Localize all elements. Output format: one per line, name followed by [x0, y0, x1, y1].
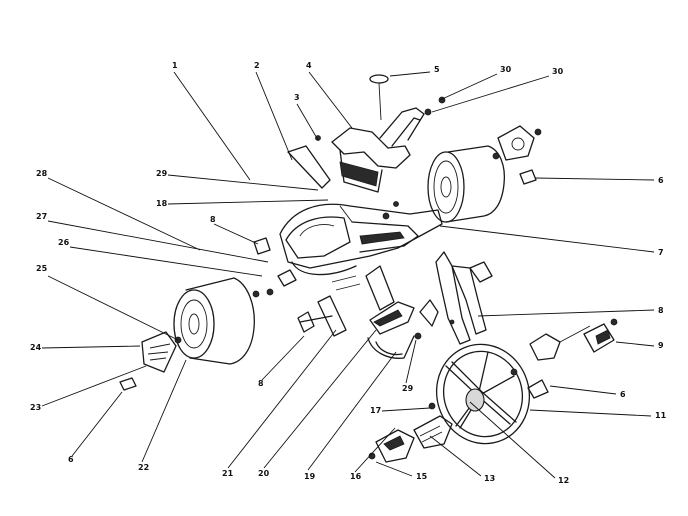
- callout-c8c: 8: [258, 379, 264, 388]
- leader-line-c18: [167, 199, 329, 205]
- leader-line-c26: [69, 246, 263, 277]
- callout-c8b: 8: [210, 215, 216, 224]
- leader-line-c7: [439, 225, 655, 253]
- callout-c30b: 30: [552, 67, 564, 76]
- callout-c9: 9: [658, 341, 664, 350]
- leader-lines: [41, 71, 655, 479]
- callout-c2: 2: [254, 61, 260, 70]
- leader-line-c4: [308, 71, 353, 129]
- leader-line-c25: [47, 275, 179, 341]
- leader-line-c6c: [71, 391, 123, 457]
- callout-c24: 24: [30, 343, 42, 352]
- callout-c23: 23: [30, 403, 41, 412]
- callout-c11: 11: [655, 411, 667, 420]
- leader-line-c29b: [405, 339, 417, 384]
- callout-c5: 5: [434, 65, 440, 74]
- callout-c6b: 6: [620, 390, 626, 399]
- leader-line-c11: [529, 409, 652, 417]
- leader-line-c8b: [213, 223, 259, 245]
- leader-line-c2: [255, 71, 293, 161]
- front-axle-right: [527, 318, 618, 399]
- leader-line-c6b: [549, 385, 617, 395]
- callout-c8a: 8: [658, 306, 664, 315]
- callout-c30a: 30: [500, 65, 512, 74]
- callout-c6c: 6: [68, 455, 74, 464]
- callout-c7: 7: [658, 248, 664, 257]
- callout-c22: 22: [138, 463, 149, 472]
- callout-c12: 12: [558, 476, 569, 485]
- leader-line-c27: [47, 220, 269, 263]
- handlebar-bracket: [287, 74, 446, 193]
- leader-line-c16: [354, 427, 396, 473]
- callout-c20: 20: [258, 469, 270, 478]
- callout-c17: 17: [370, 406, 381, 415]
- callout-c27: 27: [36, 212, 47, 221]
- leader-line-c22: [141, 359, 187, 463]
- callout-c4: 4: [306, 61, 312, 70]
- callout-c3: 3: [294, 93, 300, 102]
- leader-line-c3: [296, 103, 319, 141]
- leader-line-c13: [429, 435, 482, 477]
- leader-line-c5: [389, 71, 431, 77]
- leader-line-c28: [47, 177, 201, 251]
- callout-c29a: 29: [156, 169, 168, 178]
- callout-c29b: 29: [402, 384, 414, 393]
- leader-line-c30b: [431, 75, 550, 113]
- callout-c26: 26: [58, 238, 70, 247]
- body-frame: [279, 201, 443, 276]
- leader-line-c23: [41, 365, 147, 407]
- pedal-assembly: [365, 265, 439, 359]
- callout-c28: 28: [36, 169, 48, 178]
- leader-line-c9: [615, 341, 655, 347]
- leader-line-c8c: [261, 335, 305, 381]
- axle-brackets: [253, 237, 361, 337]
- callout-c16: 16: [350, 472, 362, 481]
- leader-line-c30a: [439, 73, 498, 101]
- leader-line-c15: [375, 461, 413, 477]
- leader-line-c20: [263, 329, 377, 469]
- leader-line-c6a: [534, 177, 655, 181]
- leader-line-c8a: [477, 309, 655, 317]
- callout-c15: 15: [416, 472, 428, 481]
- callout-c13: 13: [484, 474, 495, 483]
- front-wheel: [435, 343, 531, 445]
- front-axle-left: [368, 402, 453, 463]
- leader-line-c19: [307, 351, 397, 471]
- leader-line-c12: [469, 401, 556, 479]
- callout-c21: 21: [222, 469, 234, 478]
- right-rear-wheel: [427, 125, 542, 223]
- leader-line-c1: [173, 71, 251, 181]
- callout-c19: 19: [304, 472, 316, 481]
- leader-line-c29a: [167, 174, 319, 191]
- left-rear-wheel: [119, 269, 297, 391]
- callout-c1: 1: [172, 61, 178, 70]
- callout-c25: 25: [36, 264, 48, 273]
- leader-line-c17: [381, 407, 431, 412]
- leader-line-c24: [41, 345, 141, 349]
- callout-c18: 18: [156, 199, 168, 208]
- front-fork: [435, 251, 493, 345]
- leader-line-c21: [227, 329, 337, 469]
- callout-c6a: 6: [658, 176, 664, 185]
